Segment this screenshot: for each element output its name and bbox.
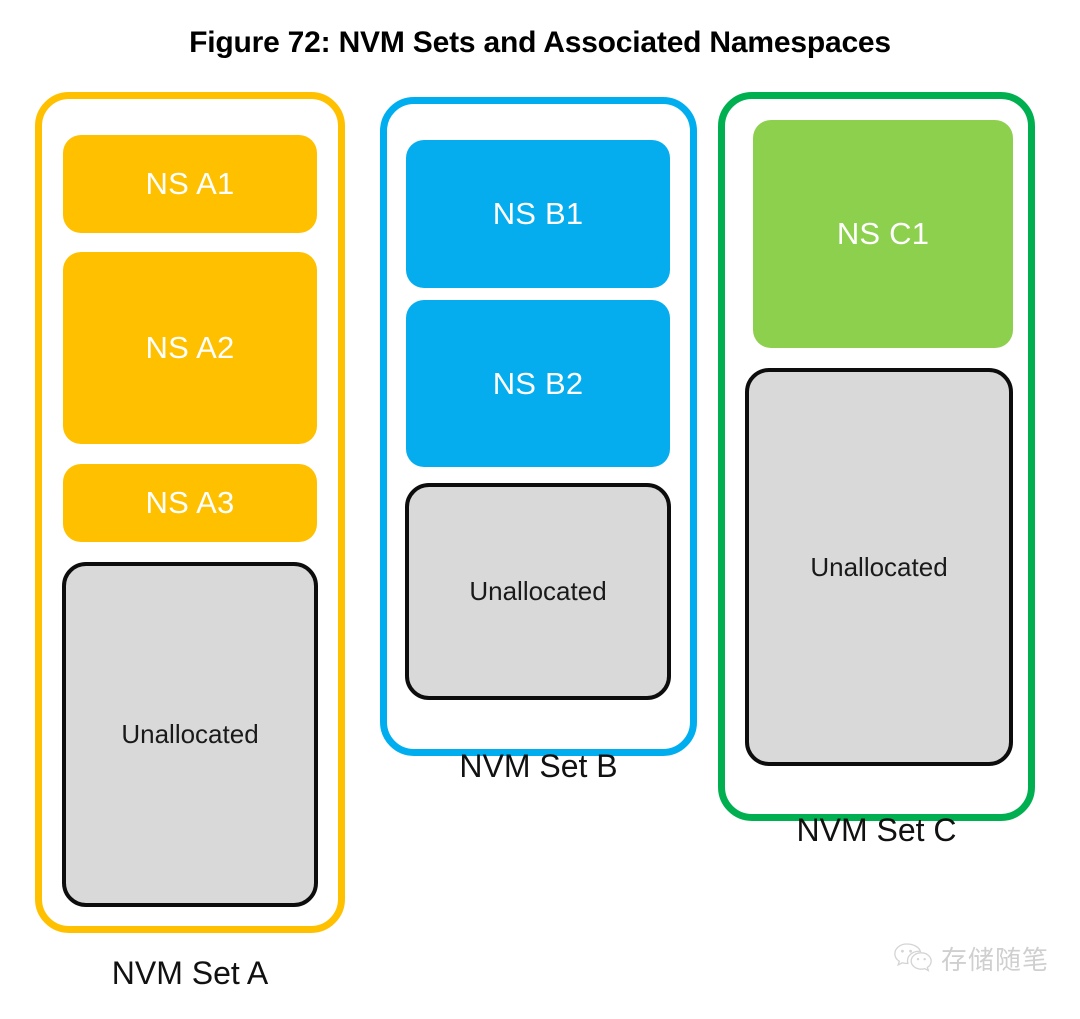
unallocated-block-set-a: Unallocated (62, 562, 318, 907)
unallocated-block-set-b: Unallocated (405, 483, 671, 700)
namespace-label: NS C1 (836, 216, 930, 251)
namespace-block-ns-b1: NS B1 (406, 140, 670, 288)
set-label-a: NVM Set A (111, 955, 269, 991)
namespace-block-ns-a1: NS A1 (63, 135, 317, 233)
watermark-text: 存储随笔 (941, 946, 1050, 976)
set-label-b: NVM Set B (459, 748, 618, 784)
namespace-label: NS A1 (145, 166, 235, 201)
namespace-label: NS A2 (145, 330, 235, 365)
namespace-block-ns-b2: NS B2 (406, 300, 670, 467)
namespace-label: NS B1 (492, 196, 584, 231)
namespace-block-ns-c1: NS C1 (753, 120, 1013, 348)
namespace-block-ns-a2: NS A2 (63, 252, 317, 444)
namespace-label: NS B2 (492, 365, 584, 401)
set-label-c: NVM Set C (796, 812, 957, 848)
unallocated-label: Unallocated (469, 576, 607, 606)
namespace-block-ns-a3: NS A3 (63, 464, 317, 542)
figure-title: Figure 72: NVM Sets and Associated Names… (189, 26, 891, 59)
unallocated-label: Unallocated (810, 551, 948, 582)
namespace-label: NS A3 (145, 485, 235, 520)
unallocated-label: Unallocated (121, 719, 259, 749)
unallocated-block-set-c: Unallocated (745, 368, 1013, 766)
watermark: 存储随笔 (893, 940, 1049, 977)
wechat-icon (893, 942, 933, 976)
